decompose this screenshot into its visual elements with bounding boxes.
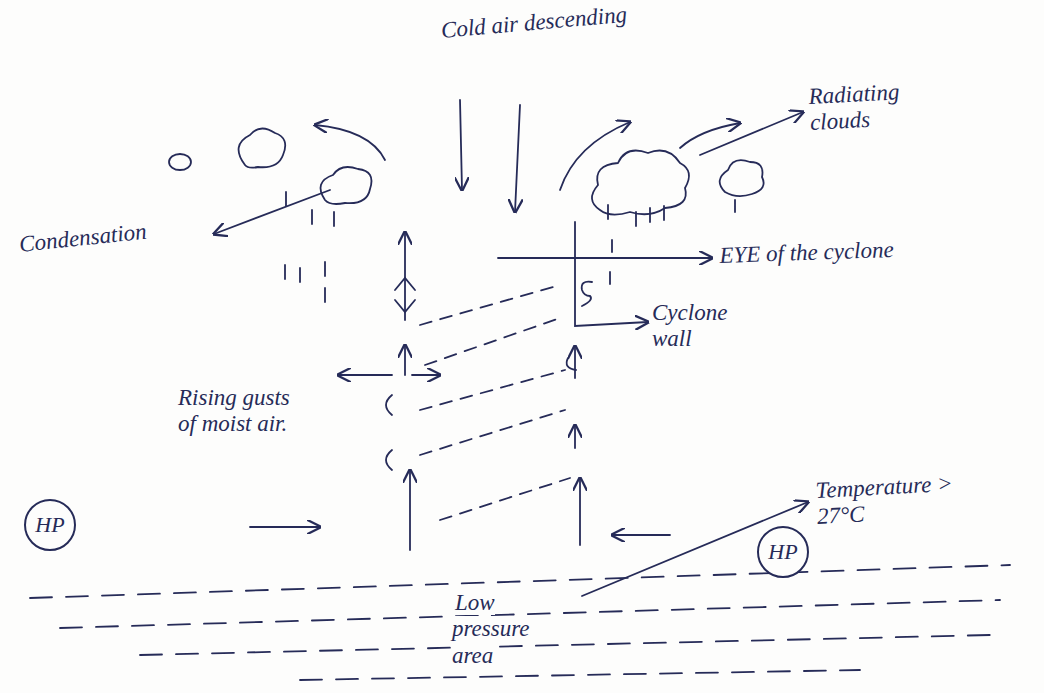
annotation-label: Condensation bbox=[18, 212, 210, 258]
label-text: Cyclone wall bbox=[652, 300, 727, 351]
annotation-label: EYE of the cyclone bbox=[719, 232, 1040, 270]
label-text: Rising gusts of moist air. bbox=[178, 385, 290, 436]
pressure-circle: HP bbox=[757, 526, 809, 578]
annotation-label: Cold air descending bbox=[440, 0, 741, 44]
label-text: Cold air descending bbox=[440, 2, 628, 43]
label-text: Low pressure area bbox=[452, 590, 530, 668]
label-text: EYE of the cyclone bbox=[719, 237, 894, 268]
pressure-circle: HP bbox=[24, 499, 76, 551]
label-text: Radiating clouds bbox=[808, 79, 900, 135]
label-text: Temperature > 27°C bbox=[815, 471, 953, 530]
annotation-label: Temperature > 27°C bbox=[815, 469, 993, 531]
label-text: Condensation bbox=[18, 219, 148, 257]
annotation-label: Radiating clouds bbox=[808, 78, 926, 137]
annotation-label: Cyclone wall bbox=[652, 300, 762, 353]
node-text: HP bbox=[768, 539, 797, 565]
annotation-label: Low pressure area bbox=[452, 590, 567, 669]
node-text: HP bbox=[35, 512, 64, 538]
annotation-label: Rising gusts of moist air. bbox=[178, 385, 298, 438]
